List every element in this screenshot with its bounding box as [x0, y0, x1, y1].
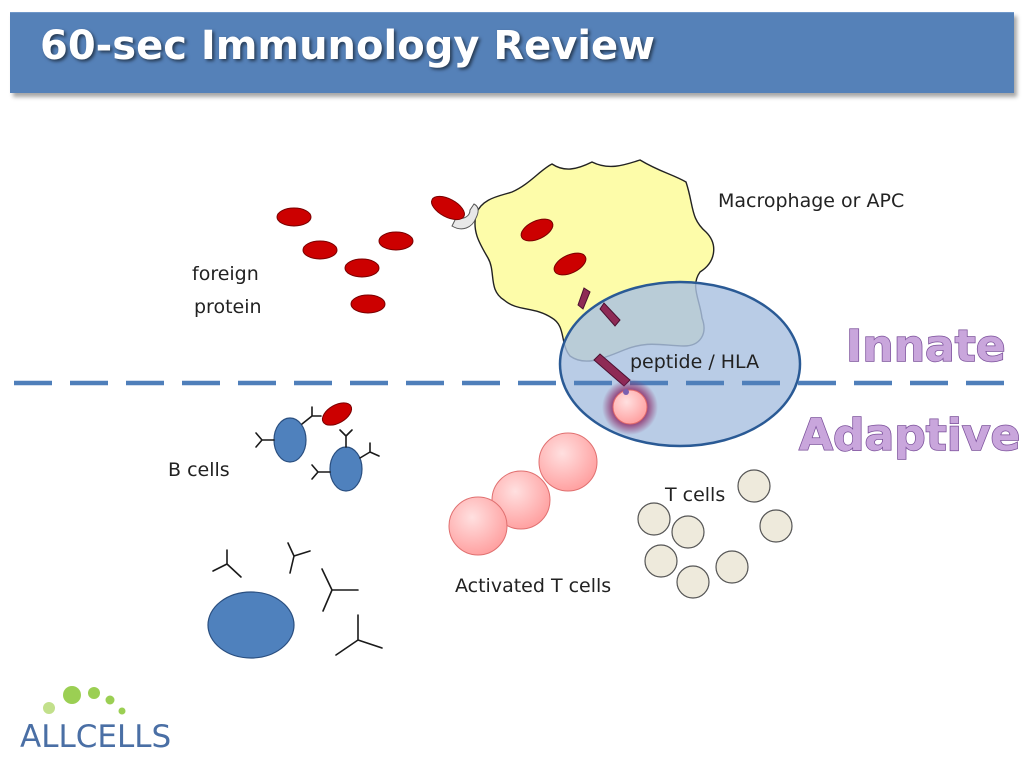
- foreign-protein: [520, 218, 554, 242]
- foreign-protein: [431, 195, 465, 221]
- t-cell-group: [637, 469, 793, 599]
- activated-t-cell-group: [448, 432, 598, 556]
- peptide-fragment: [599, 302, 621, 327]
- antibody-icon: [359, 442, 380, 459]
- adaptive-label: Adaptive: [799, 410, 1020, 461]
- b-cells-label: B cells: [168, 459, 230, 481]
- foreign-protein: [344, 258, 380, 278]
- antibody-icon: [311, 464, 331, 480]
- foreign-protein: [378, 231, 414, 251]
- plasma-cell: [207, 591, 295, 659]
- foreign-protein: [302, 240, 338, 260]
- antibody-icon: [287, 542, 311, 574]
- foreign-protein: [553, 252, 587, 276]
- macrophage-label: Macrophage or APC: [718, 190, 904, 212]
- t-cell: [759, 509, 793, 543]
- antibody-icon: [212, 549, 242, 578]
- foreign-protein: [350, 294, 386, 314]
- antibody-group: [212, 406, 383, 656]
- activated-t-cells-label: Activated T cells: [455, 575, 611, 597]
- t-cell: [676, 565, 710, 599]
- logo-dot: [63, 686, 81, 704]
- antibody-icon: [255, 432, 275, 448]
- antibody-icon: [321, 568, 359, 612]
- t-cell: [715, 550, 749, 584]
- receptor-cup: [451, 203, 479, 230]
- t-cell: [671, 515, 705, 549]
- logo-dot: [118, 707, 126, 715]
- antibody-icon: [301, 406, 322, 425]
- foreign-protein-label-line2: protein: [194, 296, 262, 318]
- logo-dot: [43, 702, 55, 714]
- activated-t-cell: [448, 496, 508, 556]
- t-cell: [737, 469, 771, 503]
- t-cell: [644, 544, 678, 578]
- b-cell-group: [207, 417, 363, 659]
- logo-text: ALLCELLS: [20, 719, 171, 755]
- hla-peptide-complex: [612, 389, 648, 425]
- b-cell: [329, 446, 363, 492]
- foreign-protein: [321, 402, 353, 426]
- peptide-hla-label: peptide / HLA: [630, 351, 759, 373]
- antibody-icon: [335, 614, 383, 656]
- activated-t-cell: [538, 432, 598, 492]
- t-cells-label: T cells: [664, 484, 725, 506]
- foreign-protein: [276, 207, 312, 227]
- peptide-fragment-group: [577, 287, 631, 387]
- antibody-icon: [339, 429, 353, 448]
- peptide-fragment: [577, 287, 591, 310]
- b-cell: [273, 417, 307, 463]
- foreign-protein-group: [276, 195, 587, 426]
- logo-dot: [88, 687, 100, 699]
- foreign-protein-label-line1: foreign: [192, 263, 259, 285]
- activated-t-cell: [491, 470, 551, 530]
- t-cell: [637, 502, 671, 536]
- page-title: 60-sec Immunology Review: [40, 23, 656, 69]
- allcells-logo: ALLCELLS: [20, 686, 171, 755]
- title-bar: 60-sec Immunology Review: [10, 12, 1014, 93]
- innate-label: Innate: [846, 321, 1006, 372]
- logo-dot: [105, 695, 115, 705]
- hla-dot: [623, 389, 629, 395]
